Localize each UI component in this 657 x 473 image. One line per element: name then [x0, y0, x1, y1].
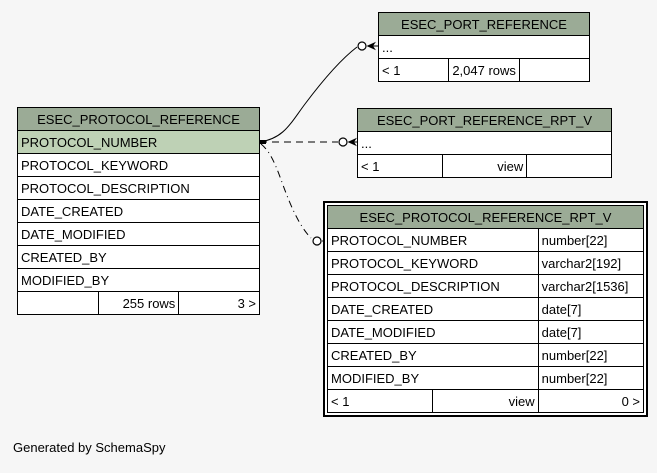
column-name: DATE_CREATED	[327, 297, 539, 321]
column-type: date[7]	[537, 297, 645, 321]
column-row-date-modified: DATE_MODIFIED	[17, 222, 260, 246]
column-name: PROTOCOL_KEYWORD	[327, 251, 539, 275]
row-count: 255 rows	[97, 291, 180, 315]
view-label: view	[432, 389, 539, 413]
table-title[interactable]: ESEC_PORT_REFERENCE_RPT_V	[357, 108, 612, 132]
column-row-created-by: CREATED_BY number[22]	[327, 343, 645, 367]
table-stats-row: 255 rows 3 >	[17, 291, 260, 315]
parents-count: < 1	[357, 154, 443, 178]
table-stats-row: < 1 view	[357, 154, 612, 178]
children-count: 3 >	[178, 291, 260, 315]
column-type: number[22]	[537, 343, 645, 367]
column-name: MODIFIED_BY	[327, 366, 539, 390]
row-count: 2,047 rows	[448, 58, 520, 82]
children-count	[518, 58, 591, 82]
table-stats-row: < 1 view 0 >	[326, 389, 645, 413]
column-type: number[22]	[537, 366, 645, 390]
arrowhead-icon	[347, 137, 357, 147]
column-row-protocol-keyword: PROTOCOL_KEYWORD	[17, 153, 260, 177]
parents-count	[17, 291, 99, 315]
table-title[interactable]: ESEC_PROTOCOL_REFERENCE	[17, 107, 260, 131]
zero-or-more-circle-icon	[312, 236, 322, 246]
table-esec-protocol-reference[interactable]: ESEC_PROTOCOL_REFERENCE PROTOCOL_NUMBER …	[17, 107, 260, 315]
zero-or-more-circle-icon	[338, 137, 348, 147]
table-stats-row: < 1 2,047 rows	[377, 58, 591, 82]
column-row-protocol-number: PROTOCOL_NUMBER number[22]	[327, 228, 645, 252]
table-esec-port-reference-rpt-v[interactable]: ESEC_PORT_REFERENCE_RPT_V ... < 1 view	[357, 108, 612, 178]
arrowhead-icon	[366, 41, 376, 51]
column-row-created-by: CREATED_BY	[17, 245, 260, 269]
column-type: varchar2[1536]	[537, 274, 645, 298]
view-label: view	[441, 154, 528, 178]
table-title[interactable]: ESEC_PROTOCOL_REFERENCE_RPT_V	[327, 205, 644, 229]
children-count	[526, 154, 612, 178]
column-row-date-modified: DATE_MODIFIED date[7]	[327, 320, 645, 344]
column-row-protocol-description: PROTOCOL_DESCRIPTION	[17, 176, 260, 200]
column-row-date-created: DATE_CREATED date[7]	[327, 297, 645, 321]
column-name: CREATED_BY	[327, 343, 539, 367]
edge-to-port-reference	[259, 46, 358, 143]
column-name: PROTOCOL_NUMBER	[327, 228, 539, 252]
column-row-modified-by: MODIFIED_BY number[22]	[327, 366, 645, 390]
column-row-protocol-number: PROTOCOL_NUMBER	[17, 130, 260, 154]
column-row-protocol-keyword: PROTOCOL_KEYWORD varchar2[192]	[327, 251, 645, 275]
column-name: DATE_MODIFIED	[327, 320, 539, 344]
table-esec-port-reference[interactable]: ESEC_PORT_REFERENCE ... < 1 2,047 rows	[377, 12, 591, 82]
parents-count: < 1	[377, 58, 450, 82]
column-type: date[7]	[537, 320, 645, 344]
column-row-date-created: DATE_CREATED	[17, 199, 260, 223]
table-title[interactable]: ESEC_PORT_REFERENCE	[378, 12, 590, 36]
column-type: varchar2[192]	[537, 251, 645, 275]
children-count: 0 >	[537, 389, 645, 413]
columns-ellipsis-row: ...	[378, 35, 590, 59]
columns-ellipsis-row: ...	[357, 131, 612, 155]
column-name: PROTOCOL_DESCRIPTION	[327, 274, 539, 298]
parents-count: < 1	[326, 389, 434, 413]
table-esec-protocol-reference-rpt-v[interactable]: ESEC_PROTOCOL_REFERENCE_RPT_V PROTOCOL_N…	[323, 201, 648, 417]
zero-or-more-circle-icon	[357, 41, 367, 51]
edge-to-protocol-reference-rpt-v	[260, 143, 312, 239]
column-type: number[22]	[537, 228, 645, 252]
schemaspy-credit: Generated by SchemaSpy	[13, 440, 166, 455]
column-row-protocol-description: PROTOCOL_DESCRIPTION varchar2[1536]	[327, 274, 645, 298]
column-row-modified-by: MODIFIED_BY	[17, 268, 260, 292]
